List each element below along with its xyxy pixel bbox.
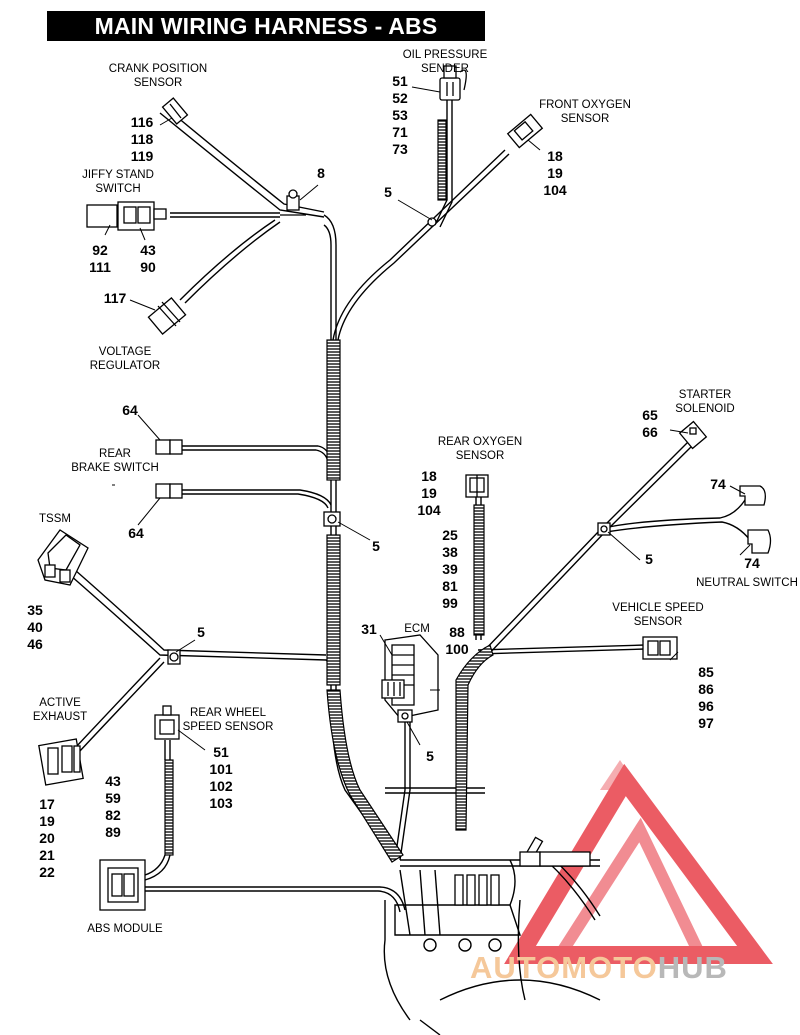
callout-clip-8: 8	[317, 165, 325, 181]
watermark-logo	[504, 760, 773, 964]
clip-8-icon	[280, 189, 306, 216]
crank-position-connector-icon	[161, 97, 189, 125]
abs-module-icon	[99, 859, 146, 911]
abs-module-label: ABS MODULE	[87, 923, 163, 935]
clip-mid-icon	[323, 511, 341, 527]
neutral-switch-icon	[739, 485, 772, 554]
oil-pressure-sender-icon	[439, 65, 467, 101]
conduits	[164, 119, 494, 863]
connectors	[37, 65, 772, 911]
clip-right-icon	[597, 522, 611, 536]
jiffy-stand-switch-icon	[86, 201, 167, 231]
clip-front-icon	[427, 217, 437, 227]
watermark-text: AUTOMOTOHUB	[470, 950, 728, 985]
callout-clip-mid: 5	[372, 538, 380, 554]
page-title: MAIN WIRING HARNESS - ABS BRAKES	[47, 11, 485, 69]
ecm-icon	[381, 634, 439, 723]
tssm-icon	[37, 529, 89, 586]
callout-brake-top: 64	[122, 402, 138, 418]
callout-brake-bottom: 64	[128, 525, 144, 541]
callout-ecm-left: 31	[361, 621, 377, 637]
bottom-junction-icon	[454, 836, 591, 906]
clip-left-icon	[167, 649, 181, 665]
callout-clip-ecm: 5	[426, 748, 434, 764]
callout-voltage: 117	[103, 290, 127, 306]
callout-clip-right: 5	[645, 551, 653, 567]
vehicle-speed-sensor-connector-icon	[642, 636, 678, 660]
callout-neutral-top: 74	[710, 476, 726, 492]
callout-neutral-bottom: 74	[744, 555, 760, 571]
callout-clip-front: 5	[384, 184, 392, 200]
leader-lines	[104, 86, 751, 751]
ecm-label: ECM	[404, 623, 430, 635]
rear-brake-connector-icon	[155, 439, 183, 499]
voltage-regulator-icon	[147, 297, 187, 335]
rear-wheel-speed-sensor-connector-icon	[154, 705, 180, 740]
callout-clip-left: 5	[197, 624, 205, 640]
starter-solenoid-connector-icon	[678, 420, 708, 450]
neutral-switch-label: NEUTRAL SWITCH	[696, 577, 798, 589]
active-exhaust-connector-icon	[38, 738, 84, 786]
tssm-label: TSSM	[39, 513, 71, 525]
front-oxygen-connector-icon	[506, 113, 544, 149]
rear-oxygen-connector-icon	[465, 474, 489, 498]
